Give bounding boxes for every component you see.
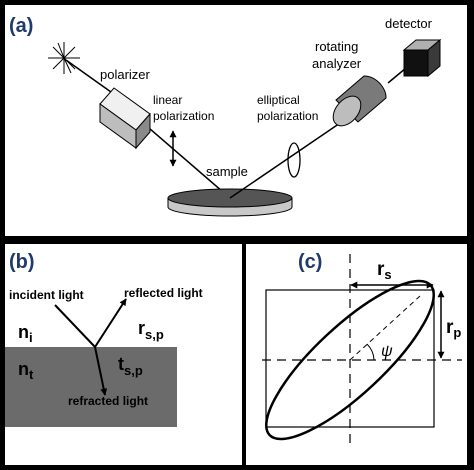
sample-label: sample [206,164,248,179]
detector-cube [402,38,442,78]
panel-a: (a) polarizer linear polarization [5,5,467,236]
elliptical-polarization-icon [287,142,301,178]
panel-b-label: (b) [9,251,35,273]
linear-label: linear [153,93,182,107]
sample-disk [167,188,293,217]
rotating-label: rotating [315,39,358,54]
incident-beam-short [65,59,119,98]
detector-label: detector [385,16,433,31]
elliptical-polarization-label: polarization [257,109,318,123]
major-axis-line [349,295,421,361]
panel-c-background [246,244,467,465]
t-sp-label: ts,p [118,354,143,378]
rotating-analyzer-cylinder [332,75,387,127]
n-i-label: ni [18,322,33,345]
analyzer-label: analyzer [312,56,362,71]
r-p-label: rp [446,317,461,340]
psi-label: ψ [381,343,393,360]
reflected-light-label: reflected light [124,286,203,300]
refractive-medium [5,347,177,427]
panel-a-label: (a) [9,15,33,37]
panel-c-label: (c) [298,251,322,273]
polarizer-prism [99,87,151,150]
n-t-label: nt [18,359,34,382]
incident-ray [54,304,96,348]
r-s-label: rs [377,259,392,282]
panel-b: (b) incident light reflected light ni nt… [5,244,242,465]
polarizer-label: polarizer [100,67,151,82]
incident-beam [141,121,231,199]
incident-light-label: incident light [9,288,84,302]
refracted-ray [94,346,108,396]
refracted-light-label: refracted light [68,394,148,408]
linear-polarization-label: polarization [153,109,214,123]
panel-c: (c) ψ rs rp [246,244,467,465]
light-source-icon [48,42,80,74]
psi-angle-arc [366,343,375,361]
reflected-ray [94,298,127,348]
r-sp-label: rs,p [138,318,164,342]
elliptical-label: elliptical [257,93,300,107]
